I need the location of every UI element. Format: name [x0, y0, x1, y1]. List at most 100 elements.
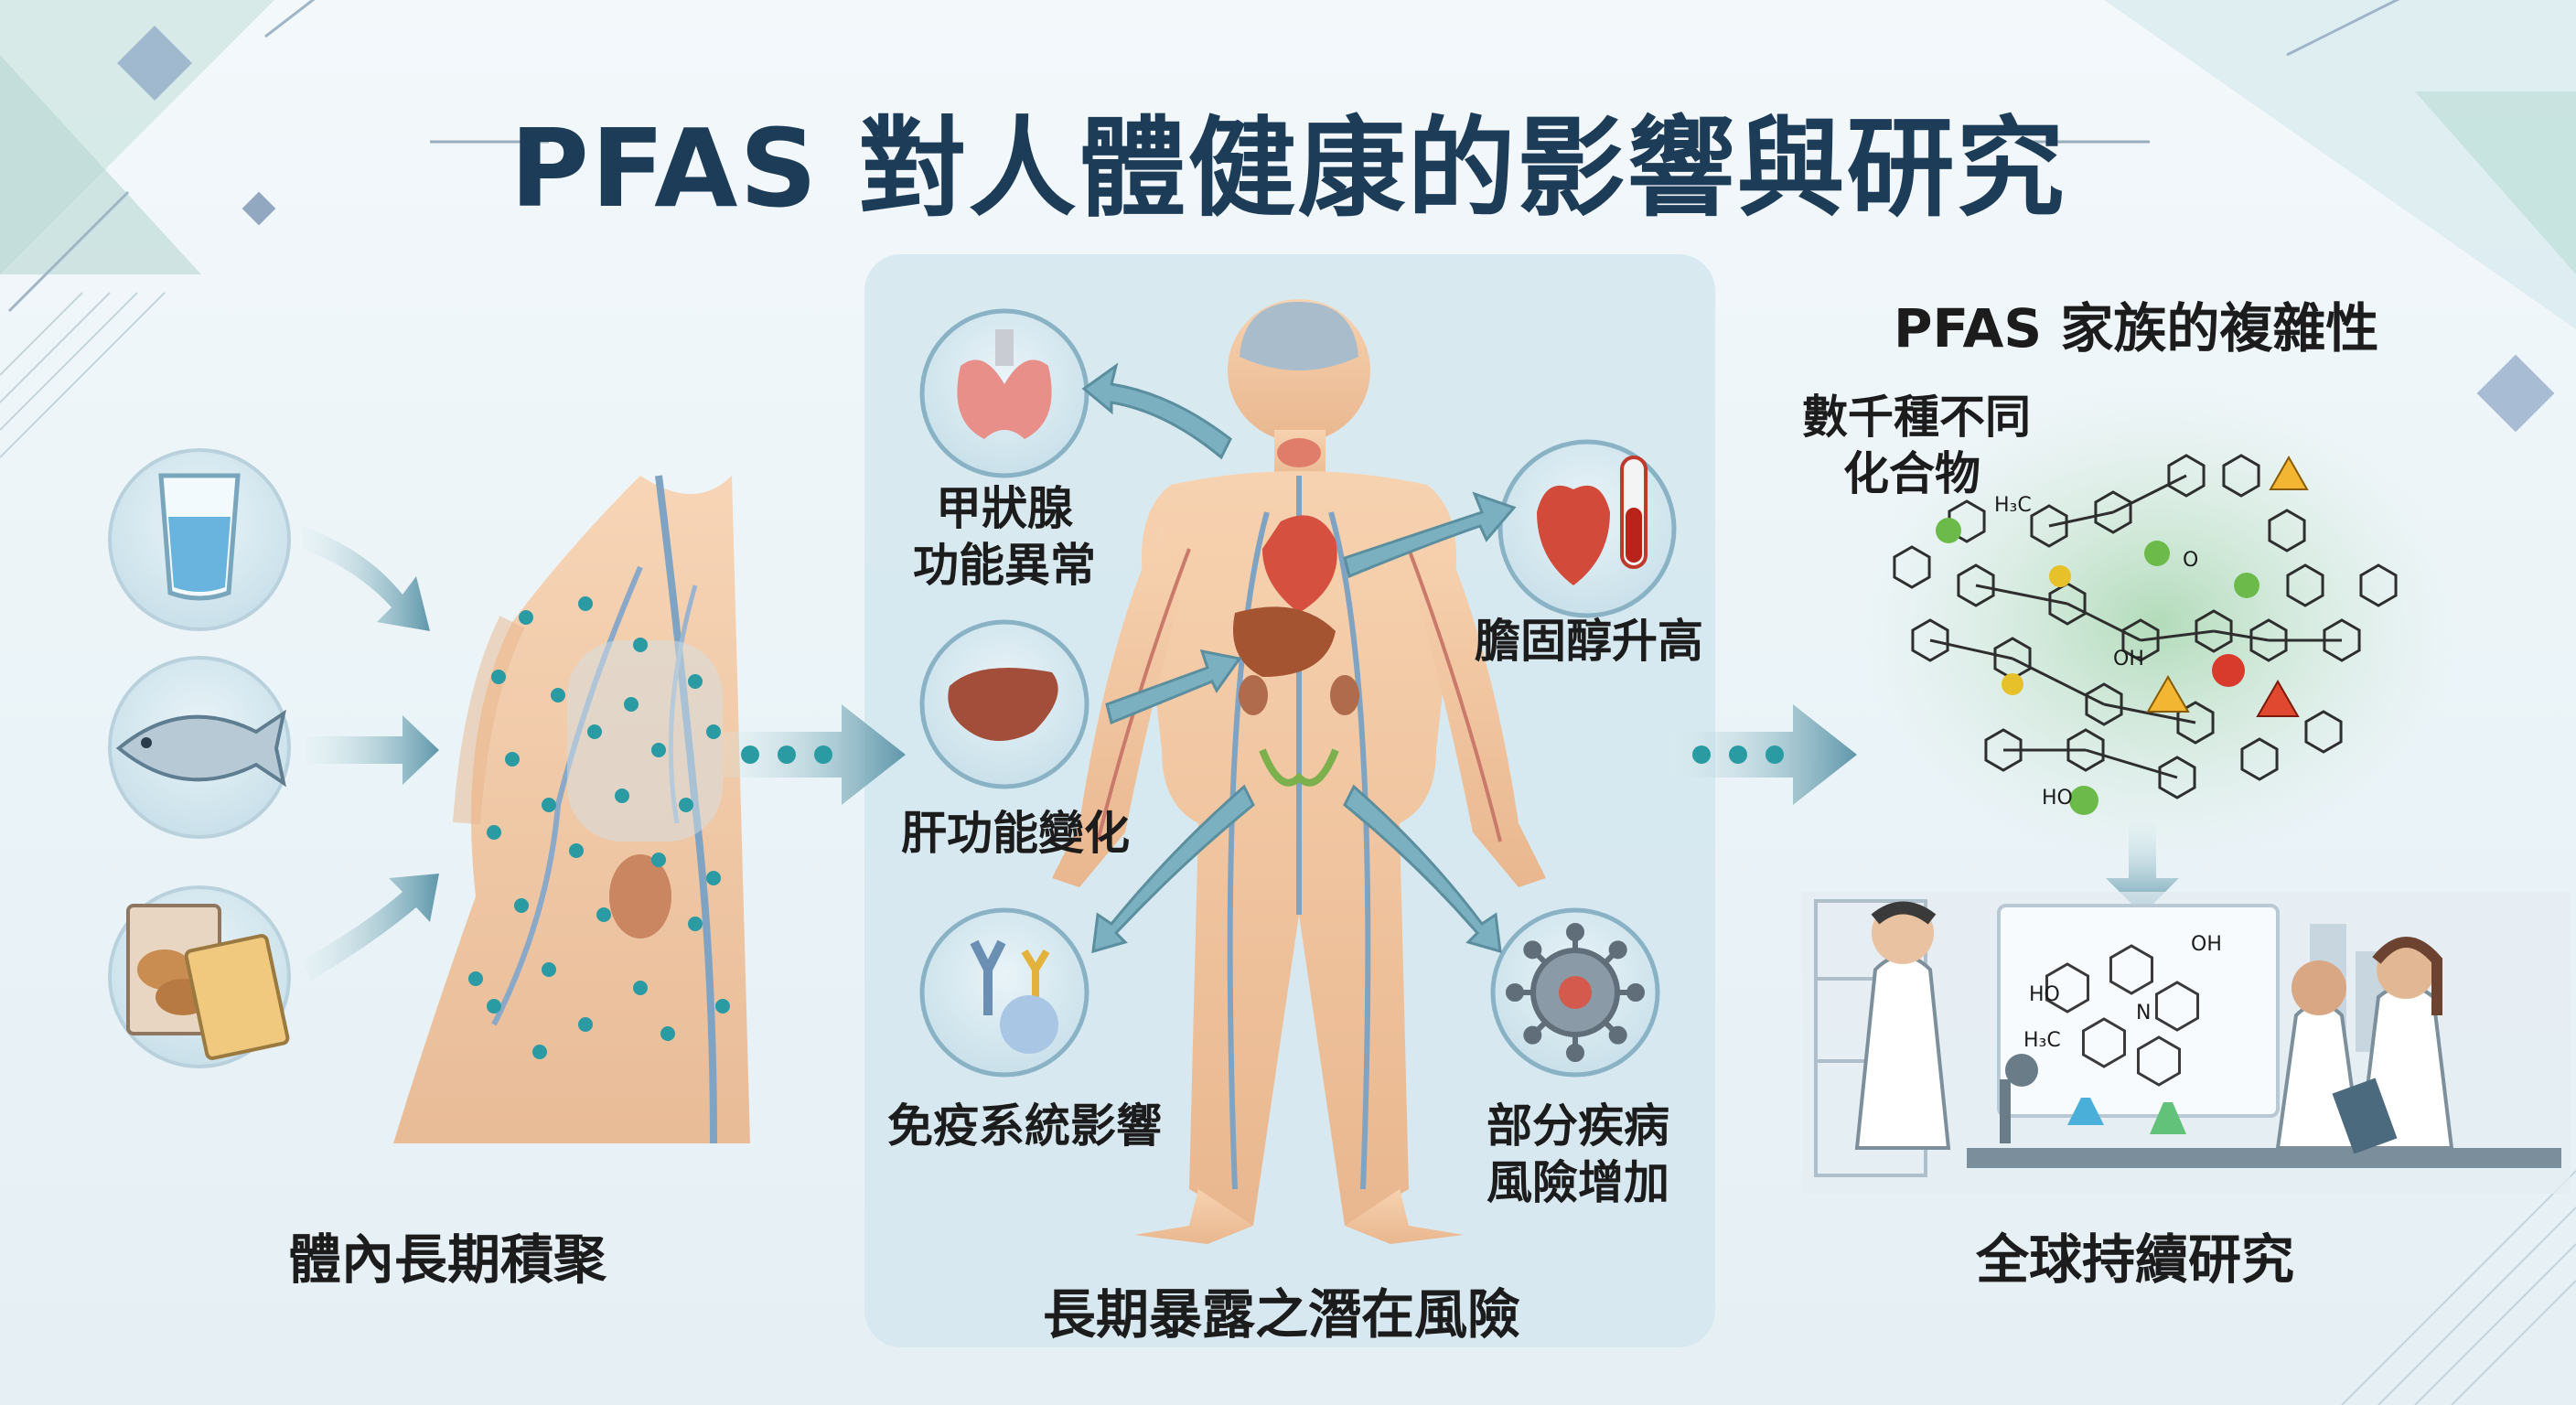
- pfas-particle: [633, 638, 648, 652]
- bond: [2066, 602, 2141, 642]
- pfas-particle: [679, 798, 693, 812]
- molecule-structures: [1893, 454, 2398, 799]
- pfas-particle: [551, 688, 565, 702]
- label-risk: 長期暴露之潛在風險: [1043, 1283, 1521, 1346]
- pfas-particle: [487, 825, 501, 840]
- label-compounds-line1: 數千種不同: [1802, 391, 2031, 444]
- liver-circle: [919, 619, 1089, 789]
- pfas-particle: [715, 999, 730, 1014]
- hex-ring: [2045, 962, 2090, 1014]
- bond: [2103, 702, 2196, 724]
- corner-decoration-right: [2104, 0, 2576, 433]
- label-compounds-line2: 化合物: [1843, 447, 1980, 500]
- pfas-particle: [587, 724, 602, 739]
- label-family: PFAS 家族的複雜性: [1894, 297, 2379, 359]
- hatching-lines: [0, 292, 2576, 1405]
- pfas-particle: [633, 981, 648, 995]
- flow-arrow-to-family: [1669, 704, 1857, 805]
- effect-arrows: [1081, 362, 1517, 954]
- compound-cloud: [1857, 384, 2461, 860]
- flow-arrow-to-risk: [723, 704, 906, 805]
- hex-ring: [2109, 944, 2154, 995]
- pfas-particles-torso: [468, 596, 730, 1059]
- pfas-particle: [514, 898, 529, 913]
- pfas-particle: [578, 1017, 593, 1032]
- mol-label-oh: OH: [2113, 648, 2144, 670]
- source-snack: [108, 885, 291, 1068]
- hex-ring: [2268, 509, 2306, 552]
- label-thyroid-line1: 甲狀腺: [936, 482, 1073, 535]
- pfas-particle: [660, 1026, 675, 1041]
- pfas-particle: [542, 798, 556, 812]
- pfas-particle: [624, 697, 639, 712]
- mol-label-o: O: [2183, 549, 2199, 572]
- hex-ring: [2066, 728, 2105, 772]
- immune-circle: [919, 907, 1089, 1078]
- pfas-particle: [651, 743, 666, 757]
- lab-scene: [1802, 892, 2571, 1194]
- hex-ring: [2304, 710, 2343, 754]
- label-research: 全球持續研究: [1976, 1228, 2295, 1291]
- lab-screen-molecule: [2045, 944, 2200, 1087]
- pfas-particle: [542, 962, 556, 977]
- hex-ring: [1893, 545, 1931, 589]
- bond: [2112, 474, 2187, 514]
- disease-circle: [1490, 907, 1660, 1078]
- source-fish: [108, 656, 291, 839]
- mol-label-ho: HO: [2042, 787, 2073, 810]
- pfas-particle: [706, 871, 721, 885]
- bond: [2085, 748, 2178, 779]
- hex-ring: [1957, 563, 1995, 607]
- pfas-particle: [532, 1045, 547, 1059]
- pfas-particle: [615, 788, 629, 803]
- hex-ring: [2158, 756, 2196, 799]
- warning-icons: [1936, 455, 2309, 815]
- pfas-particle: [688, 674, 703, 689]
- hex-ring: [2222, 454, 2260, 498]
- label-cholesterol: 膽固醇升高: [1475, 615, 1703, 668]
- bond: [2048, 510, 2114, 528]
- human-body: [1052, 299, 1546, 1244]
- bond: [1975, 584, 2068, 606]
- label-accumulation: 體內長期積聚: [288, 1228, 607, 1291]
- page-title: PFAS 對人體健康的影響與研究: [510, 105, 2066, 231]
- bond: [2213, 629, 2270, 642]
- lab-mol-label-h3c: H₃C: [2023, 1029, 2061, 1052]
- hex-ring: [1911, 618, 1949, 662]
- label-thyroid-line2: 功能異常: [913, 539, 1096, 592]
- hex-ring: [2249, 618, 2288, 662]
- label-liver: 肝功能變化: [901, 807, 1130, 860]
- pfas-particle: [487, 999, 501, 1014]
- label-thyroid: 甲狀腺 功能異常: [913, 480, 1096, 594]
- label-compounds: 數千種不同 化合物: [1802, 389, 2031, 502]
- hex-ring: [2167, 454, 2206, 498]
- corner-decoration-left: [0, 0, 316, 313]
- hex-ring: [2359, 563, 2398, 607]
- label-immune: 免疫系統影響: [887, 1099, 1162, 1153]
- label-disease: 部分疾病 風險增加: [1482, 1098, 1674, 1211]
- hex-ring: [2286, 563, 2324, 607]
- lab-mol-label-oh: OH: [2191, 933, 2222, 956]
- hex-ring: [2154, 981, 2200, 1032]
- torso-illustration: [393, 475, 750, 1144]
- hex-ring: [1948, 499, 1986, 543]
- hex-ring: [1984, 728, 2023, 772]
- pfas-particle: [596, 907, 611, 922]
- intake-arrows: [302, 526, 439, 981]
- pfas-particle: [468, 971, 483, 986]
- pfas-particle: [569, 843, 584, 858]
- mol-label-h3c: H₃C: [1994, 494, 2032, 517]
- pfas-particle: [688, 917, 703, 931]
- hex-ring: [2136, 1035, 2182, 1087]
- lab-mol-label-n: N: [2136, 1002, 2152, 1024]
- thyroid-circle: [919, 308, 1089, 478]
- hex-ring: [2081, 1017, 2127, 1068]
- bond: [2140, 629, 2215, 642]
- hex-ring: [2030, 504, 2068, 548]
- hex-ring: [2195, 609, 2233, 653]
- label-disease-line1: 部分疾病: [1487, 1099, 1669, 1153]
- lab-mol-label-ho: HO: [2029, 983, 2060, 1006]
- pfas-particle: [491, 670, 506, 684]
